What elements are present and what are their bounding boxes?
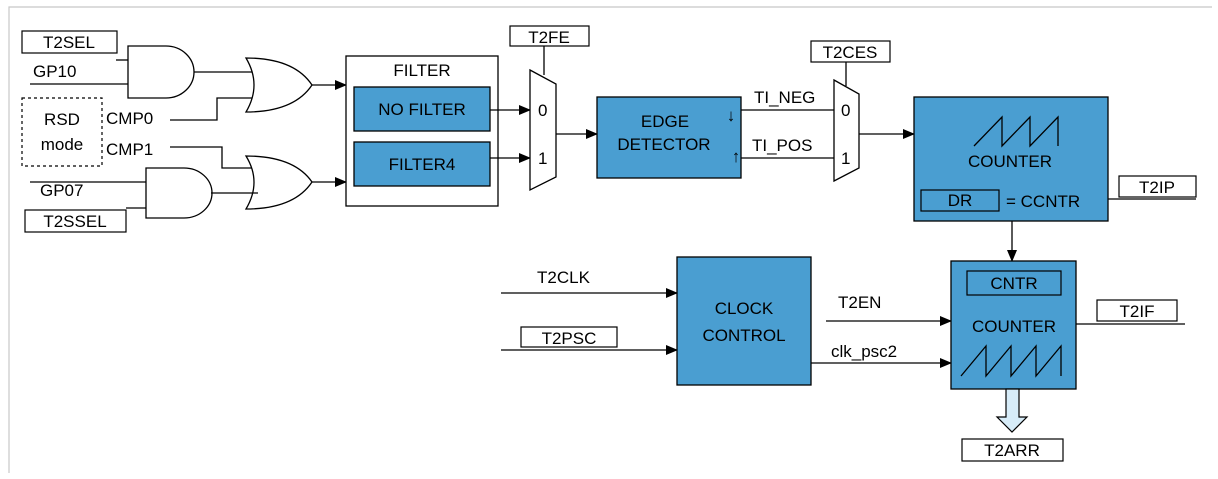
no-filter-label: NO FILTER	[378, 100, 466, 119]
clk-psc2-label: clk_psc2	[831, 342, 897, 361]
svg-text:T2ARR: T2ARR	[984, 441, 1040, 460]
figure-frame	[8, 6, 1212, 473]
gp10-label: GP10	[33, 62, 76, 81]
up-arrow-icon: ↑	[732, 147, 741, 166]
t2if-label: T2IF	[1096, 299, 1178, 322]
t2clk-label: T2CLK	[537, 268, 591, 287]
mux-ces-in0: 0	[841, 101, 850, 120]
main-counter-title: COUNTER	[972, 317, 1056, 336]
clock-control-block: CLOCK CONTROL	[676, 256, 812, 386]
t2en-label: T2EN	[838, 293, 881, 312]
t2ssel-label: T2SSEL	[24, 209, 127, 233]
filter-block: FILTER NO FILTER FILTER4	[345, 55, 499, 207]
and-gate-top	[127, 45, 195, 99]
filter4-block	[353, 141, 491, 187]
t2ip-label: T2IP	[1118, 175, 1197, 198]
ccntr-label: = CCNTR	[1006, 192, 1080, 211]
cmp0-label: CMP0	[106, 109, 153, 128]
t2arr-label: T2ARR	[961, 438, 1064, 462]
svg-text:T2IP: T2IP	[1139, 178, 1175, 197]
clock-label-line1: CLOCK	[715, 299, 774, 318]
svg-text:T2SEL: T2SEL	[43, 33, 95, 52]
t2fe-label: T2FE	[509, 25, 590, 47]
main-counter-block: CNTR COUNTER	[950, 260, 1077, 390]
ti-pos-label: TI_POS	[752, 136, 812, 155]
rsd-label: RSD	[44, 110, 80, 129]
svg-text:T2PSC: T2PSC	[542, 329, 597, 348]
mux-fe-in0: 0	[538, 101, 547, 120]
capture-counter-block: COUNTER DR = CCNTR	[913, 96, 1109, 222]
t2sel-label: T2SEL	[21, 30, 118, 54]
clock-label-line2: CONTROL	[702, 326, 785, 345]
down-arrow-icon: ↓	[727, 106, 736, 125]
cntr-register	[966, 270, 1062, 296]
rsd-mode-box: RSD mode	[21, 97, 103, 167]
sawtooth-icon	[960, 344, 1062, 378]
t2ces-label: T2CES	[810, 40, 891, 63]
or-gate-top	[244, 57, 313, 113]
no-filter-block	[353, 86, 491, 132]
ti-neg-label: TI_NEG	[754, 88, 815, 107]
and-gate-bottom	[145, 167, 213, 219]
filter4-label: FILTER4	[389, 155, 456, 174]
filter-title: FILTER	[393, 61, 450, 80]
cmp1-wire	[170, 146, 256, 169]
cmp0-wire	[170, 97, 258, 121]
t2psc-label: T2PSC	[520, 326, 618, 348]
t2arr-arrow-icon	[995, 388, 1029, 433]
capture-counter-title: COUNTER	[968, 152, 1052, 171]
sawtooth-icon	[973, 115, 1059, 148]
edge-detector-block: EDGE DETECTOR ↓ ↑	[596, 96, 742, 179]
dr-register	[920, 189, 1000, 212]
edge-label-line2: DETECTOR	[617, 135, 710, 154]
mode-label: mode	[41, 135, 84, 154]
mux-fe	[529, 68, 557, 192]
svg-text:T2SSEL: T2SSEL	[43, 212, 106, 231]
svg-text:T2CES: T2CES	[823, 43, 878, 62]
mux-ces-in1: 1	[841, 149, 850, 168]
mux-ces	[833, 78, 860, 183]
svg-text:T2FE: T2FE	[528, 28, 570, 47]
dr-label: DR	[948, 191, 973, 210]
mux-fe-in1: 1	[538, 149, 547, 168]
svg-text:T2IF: T2IF	[1120, 302, 1155, 321]
edge-label-line1: EDGE	[641, 112, 689, 131]
gp07-label: GP07	[40, 181, 83, 200]
or-gate-bottom	[244, 155, 313, 210]
cmp1-label: CMP1	[106, 140, 153, 159]
cntr-label: CNTR	[990, 274, 1037, 293]
